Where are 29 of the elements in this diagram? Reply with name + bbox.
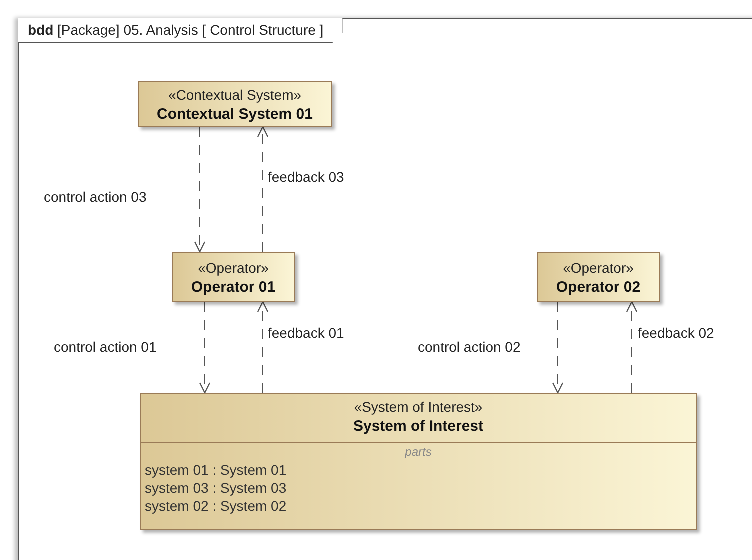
block-name: System of Interest (353, 417, 484, 437)
diagram-title: bdd [Package] 05. Analysis [ Control Structure ] (28, 22, 324, 38)
class-box (172, 252, 295, 302)
edge-label: control action 01 (54, 339, 157, 355)
edge-label: feedback 01 (268, 325, 344, 341)
dashed-arrow (257, 301, 269, 394)
stereotype-label: «Contextual System» (168, 86, 302, 105)
edge-label: feedback 02 (638, 325, 714, 341)
dashed-arrow (199, 302, 211, 394)
compartment-title: parts (405, 444, 432, 461)
part-property: system 01 : System 01 (144, 461, 287, 479)
part-property: system 02 : System 02 (144, 497, 287, 515)
block-name: Operator 01 (191, 278, 276, 298)
dashed-arrow (194, 126, 206, 253)
block-name: Contextual System 01 (157, 105, 313, 125)
edge-label: control action 03 (44, 189, 147, 205)
dashed-arrow (552, 302, 564, 394)
dashed-arrow (626, 301, 638, 394)
dashed-arrow (257, 126, 269, 252)
part-property: system 03 : System 03 (144, 479, 287, 497)
block-box (140, 393, 697, 530)
stereotype-label: «System of Interest» (354, 398, 483, 417)
class-box (537, 252, 660, 302)
edge-label: control action 02 (418, 339, 521, 355)
stereotype-label: «Operator» (563, 259, 634, 278)
edge-label: feedback 03 (268, 169, 344, 185)
stereotype-label: «Operator» (198, 259, 269, 278)
block-name: Operator 02 (556, 278, 641, 298)
class-box (138, 81, 332, 127)
